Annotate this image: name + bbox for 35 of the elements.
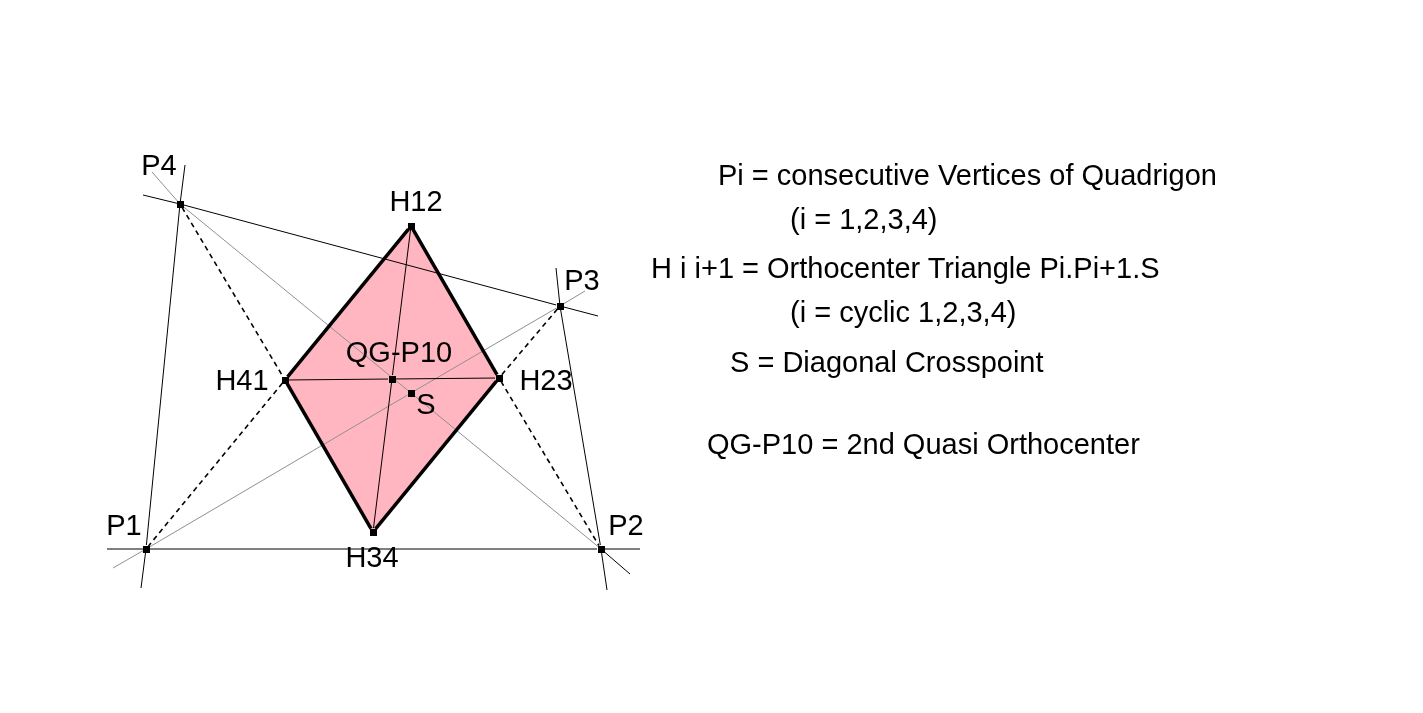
definition-text: (i = cyclic 1,2,3,4) — [790, 296, 1017, 328]
point-label: H34 — [345, 542, 399, 572]
line-segment — [183, 204, 557, 306]
point-label: P2 — [608, 510, 644, 540]
point-label: QG-P10 — [345, 337, 453, 367]
point-label: P4 — [141, 150, 177, 180]
line-segment — [286, 228, 410, 378]
definition-text: (i = 1,2,3,4) — [790, 203, 938, 235]
line-segment — [373, 382, 392, 529]
line-segment — [145, 207, 181, 546]
line-segment — [411, 228, 499, 376]
line-segment — [413, 395, 599, 547]
line-segment — [149, 548, 598, 550]
line-segment — [413, 307, 558, 392]
line-segment — [182, 206, 409, 391]
definition-text: H i i+1 = Orthocenter Triangle Pi.Pi+1.S — [651, 252, 1160, 284]
definition-text: QG-P10 = 2nd Quasi Orthocenter — [707, 428, 1140, 460]
dashed-line — [500, 380, 600, 547]
line-segment — [392, 229, 411, 376]
point-label: P3 — [564, 265, 600, 295]
point-label: H12 — [389, 186, 443, 216]
point-label: S — [416, 389, 436, 419]
line-segment — [560, 309, 601, 546]
line-segment — [374, 380, 498, 530]
point-label: H23 — [519, 365, 573, 395]
line-segment — [288, 378, 389, 381]
point-label: P1 — [106, 510, 142, 540]
definition-text: S = Diagonal Crosspoint — [730, 346, 1044, 378]
dashed-line — [147, 382, 284, 547]
dashed-line — [500, 308, 559, 376]
definition-text: Pi = consecutive Vertices of Quadrigon — [718, 159, 1217, 191]
line-segment — [148, 394, 409, 548]
point-label: H41 — [215, 365, 269, 395]
line-segment — [285, 382, 373, 530]
line-segment — [395, 377, 496, 380]
